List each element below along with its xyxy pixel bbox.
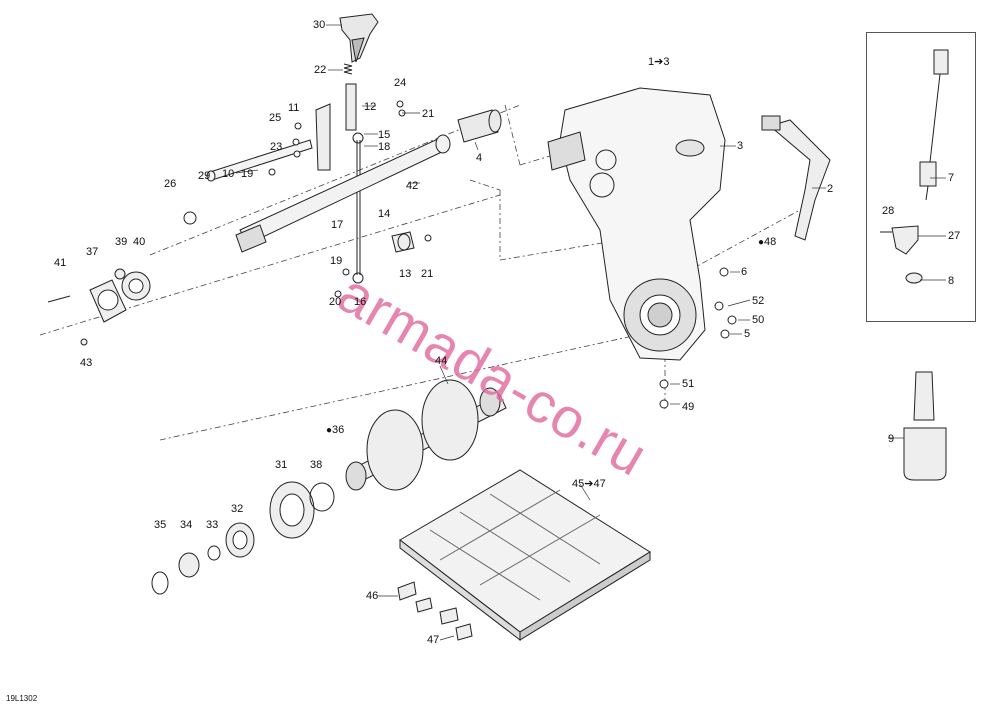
callout-36: ●36 — [326, 424, 345, 436]
small-parts-right — [659, 267, 737, 409]
callout-15: 15 — [378, 129, 391, 141]
oil-drop-icon: ● — [758, 237, 765, 248]
sensor-bracket-2 — [761, 115, 831, 241]
callout-23: 23 — [270, 141, 283, 153]
callout-41: 41 — [54, 257, 67, 269]
callout-30: 30 — [313, 19, 326, 31]
callout-24: 24 — [394, 77, 407, 89]
callout-7: 7 — [948, 172, 955, 184]
callout-40: 40 — [133, 236, 146, 248]
callout-52: 52 — [752, 295, 765, 307]
callout-1-to-3: 1➔3 — [648, 56, 670, 68]
callout-13: 13 — [399, 268, 412, 280]
callout-19-top: 19 — [241, 168, 254, 180]
callout-31: 31 — [275, 459, 288, 471]
callout-25: 25 — [269, 112, 282, 124]
callout-45-to-47: 45➔47 — [572, 478, 606, 490]
bracket-27 — [880, 225, 923, 284]
shift-rod — [352, 132, 364, 284]
spring-22 — [343, 63, 353, 75]
callout-42: 42 — [406, 180, 419, 192]
callout-46: 46 — [366, 590, 379, 602]
oil-bottle-9 — [903, 371, 947, 481]
callout-37: 37 — [86, 246, 99, 258]
callout-10: 10 — [222, 168, 235, 180]
callout-34: 34 — [180, 519, 193, 531]
callout-21-bottom: 21 — [421, 268, 434, 280]
wiring-harness-7 — [919, 49, 949, 201]
callout-5: 5 — [744, 328, 751, 340]
callout-32: 32 — [231, 503, 244, 515]
callout-16: 16 — [354, 296, 367, 308]
callout-14: 14 — [378, 208, 391, 220]
callout-21-top: 21 — [422, 108, 435, 120]
sleeve-4 — [457, 109, 502, 143]
callout-26: 26 — [164, 178, 177, 190]
callout-33: 33 — [206, 519, 219, 531]
track-slide-assembly — [399, 469, 651, 642]
drive-axle-44 — [345, 379, 507, 491]
seal-rings — [151, 481, 335, 595]
callout-4: 4 — [476, 152, 483, 164]
drawing-code: 19L1302 — [6, 694, 38, 703]
bearing-assembly-left — [47, 268, 151, 346]
callout-9: 9 — [888, 433, 895, 445]
callout-35: 35 — [154, 519, 167, 531]
callout-38: 38 — [310, 459, 323, 471]
callout-19-bottom: 19 — [330, 255, 343, 267]
callout-49: 49 — [682, 401, 695, 413]
callout-28: 28 — [882, 205, 895, 217]
shaft-10 — [206, 139, 313, 182]
callout-12: 12 — [364, 101, 377, 113]
transmission-housing — [547, 87, 726, 361]
fasteners — [183, 100, 432, 298]
callout-39: 39 — [115, 236, 128, 248]
callout-17: 17 — [331, 219, 344, 231]
clip-parts — [397, 581, 473, 641]
callout-20: 20 — [329, 296, 342, 308]
oil-drop-icon: ● — [326, 425, 333, 436]
callout-47: 47 — [427, 634, 440, 646]
bracket-13 — [391, 231, 415, 253]
callout-22: 22 — [314, 64, 327, 76]
callout-6: 6 — [741, 266, 748, 278]
callout-43: 43 — [80, 357, 93, 369]
callout-27: 27 — [948, 230, 961, 242]
callout-50: 50 — [752, 314, 765, 326]
callout-29: 29 — [198, 170, 211, 182]
tube-42 — [235, 134, 451, 253]
callout-8: 8 — [948, 275, 955, 287]
linkage-arm — [315, 83, 357, 171]
callout-2: 2 — [827, 183, 834, 195]
leader-lines — [235, 24, 946, 641]
callout-44: 44 — [435, 355, 448, 367]
shift-lever-handle — [339, 13, 379, 63]
callout-18: 18 — [378, 141, 391, 153]
callout-11: 11 — [288, 102, 300, 114]
callout-3: 3 — [737, 140, 744, 152]
callout-48: ●48 — [758, 236, 777, 248]
inset-frame — [866, 32, 976, 322]
callout-51: 51 — [682, 378, 695, 390]
